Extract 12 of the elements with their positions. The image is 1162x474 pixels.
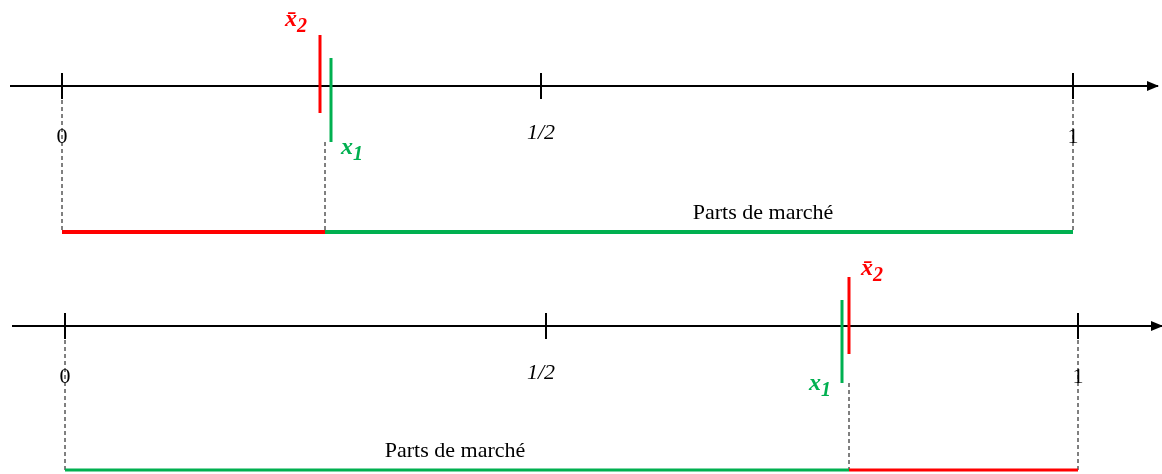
axis-caption: Parts de marché <box>692 200 834 224</box>
tick-label: 0 <box>56 124 68 148</box>
tick-label: 1 <box>1067 124 1079 148</box>
variable-label: x̄$_{2}$ <box>861 255 883 286</box>
variable-label: x̄$_{2}$ <box>285 6 307 37</box>
variable-label: x$_{1}$ <box>341 134 363 165</box>
axis-caption: Parts de marché <box>384 438 526 462</box>
tick-label: 1/2 <box>526 360 556 384</box>
tick-label: 0 <box>59 364 71 388</box>
variable-label: x$_{1}$ <box>809 370 831 401</box>
tick-label: 1/2 <box>526 120 556 144</box>
tick-label: 1 <box>1072 364 1084 388</box>
